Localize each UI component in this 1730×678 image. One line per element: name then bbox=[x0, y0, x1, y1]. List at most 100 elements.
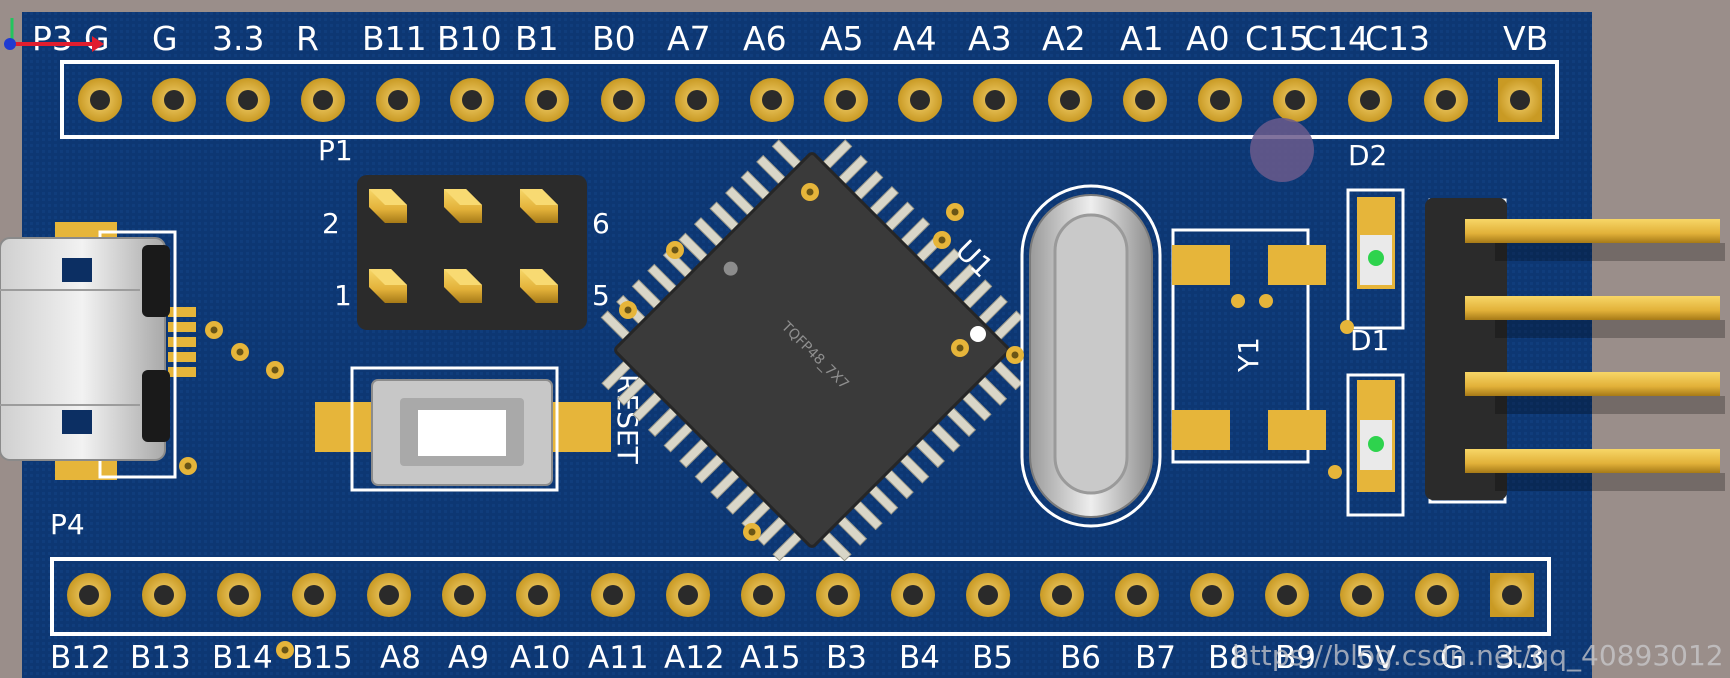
p1-pin bbox=[369, 189, 407, 223]
top-header-label: C15 bbox=[1245, 19, 1310, 58]
bottom-header-pin bbox=[1490, 573, 1534, 617]
top-header-label: C14 bbox=[1304, 19, 1369, 58]
bottom-header-pin bbox=[741, 573, 785, 617]
top-header-pin bbox=[78, 78, 122, 122]
bottom-header-pin bbox=[142, 573, 186, 617]
bottom-header-pin bbox=[1190, 573, 1234, 617]
top-header-pin bbox=[525, 78, 569, 122]
top-header-pin bbox=[1424, 78, 1468, 122]
top-header-pin bbox=[301, 78, 345, 122]
bottom-header-label: B14 bbox=[212, 640, 273, 676]
top-header-label: B11 bbox=[362, 19, 427, 58]
bottom-header-label: B3 bbox=[826, 640, 867, 676]
usb-connector bbox=[0, 222, 196, 480]
bottom-header-pin bbox=[1415, 573, 1459, 617]
via bbox=[205, 321, 223, 339]
p1-designator: P1 bbox=[318, 134, 353, 167]
d2-designator: D2 bbox=[1348, 139, 1387, 172]
bottom-header-label: A8 bbox=[380, 640, 421, 676]
top-header-pin bbox=[1498, 78, 1542, 122]
via bbox=[801, 183, 819, 201]
right-angle-pin bbox=[1465, 296, 1725, 338]
top-header-label: A3 bbox=[968, 19, 1012, 58]
crystal-oscillator bbox=[1020, 184, 1162, 528]
right-angle-pin bbox=[1465, 449, 1725, 491]
bottom-header-outline bbox=[50, 557, 1551, 636]
top-header-pin bbox=[1273, 78, 1317, 122]
bottom-header-label: B12 bbox=[50, 640, 111, 676]
p1-pin bbox=[444, 269, 482, 303]
via bbox=[951, 339, 969, 357]
p1-pin bbox=[520, 269, 558, 303]
bottom-header-pin bbox=[1265, 573, 1309, 617]
bottom-header-label: B15 bbox=[292, 640, 353, 676]
led-d2 bbox=[1346, 188, 1405, 330]
bottom-header-pin bbox=[442, 573, 486, 617]
bottom-header-pin bbox=[292, 573, 336, 617]
via bbox=[666, 241, 684, 259]
top-header-outline bbox=[60, 60, 1559, 139]
top-header-label: A6 bbox=[743, 19, 787, 58]
axis-indicator-icon bbox=[4, 18, 104, 52]
bottom-header-label: B5 bbox=[972, 640, 1013, 676]
bottom-header-label: 5V bbox=[1355, 640, 1396, 676]
top-header-pin bbox=[450, 78, 494, 122]
bottom-header-pins bbox=[67, 573, 1534, 617]
right-angle-header bbox=[1425, 198, 1725, 504]
top-header-label: R bbox=[296, 19, 319, 58]
top-header-label: A1 bbox=[1120, 19, 1164, 58]
mcu-chip-u1: TQFP48_7X7 bbox=[600, 139, 1024, 562]
bottom-header-label: B7 bbox=[1135, 640, 1176, 676]
led-d1 bbox=[1346, 373, 1405, 517]
bottom-header-pin bbox=[516, 573, 560, 617]
top-header-label: A4 bbox=[893, 19, 937, 58]
y1-footprint bbox=[1171, 228, 1326, 464]
y1-designator: Y1 bbox=[1232, 337, 1265, 373]
via bbox=[276, 641, 294, 659]
bottom-header-pin bbox=[666, 573, 710, 617]
top-header-pin bbox=[1048, 78, 1092, 122]
top-header-label: A7 bbox=[667, 19, 711, 58]
bottom-header-pin bbox=[217, 573, 261, 617]
top-header-label: A2 bbox=[1042, 19, 1086, 58]
bottom-header-label: 3.3 bbox=[1495, 640, 1544, 676]
bottom-header-pin bbox=[67, 573, 111, 617]
bottom-header-label: A10 bbox=[510, 640, 571, 676]
bottom-header-label: B6 bbox=[1060, 640, 1101, 676]
p4-designator: P4 bbox=[50, 508, 85, 541]
bottom-header-label: A11 bbox=[588, 640, 649, 676]
bottom-header-label: A9 bbox=[448, 640, 489, 676]
p1-pin bbox=[520, 189, 558, 223]
top-header-label: C13 bbox=[1365, 19, 1430, 58]
bottom-header-label: A12 bbox=[664, 640, 725, 676]
bottom-header-label: A15 bbox=[740, 640, 801, 676]
top-header-label: G bbox=[152, 19, 178, 58]
top-header-label: G bbox=[84, 19, 110, 58]
p1-pin bbox=[444, 189, 482, 223]
bottom-header-label: B8 bbox=[1208, 640, 1249, 676]
p1-pin bbox=[369, 269, 407, 303]
top-header-pin bbox=[675, 78, 719, 122]
top-header-pin bbox=[824, 78, 868, 122]
top-header-pin bbox=[1348, 78, 1392, 122]
d1-designator: D1 bbox=[1350, 324, 1389, 357]
top-header-label: B0 bbox=[592, 19, 636, 58]
top-header-pin bbox=[898, 78, 942, 122]
p1-pin-6: 6 bbox=[592, 207, 610, 240]
via bbox=[619, 301, 637, 319]
top-header-pin bbox=[601, 78, 645, 122]
top-header-pin bbox=[376, 78, 420, 122]
bottom-header-pin bbox=[1040, 573, 1084, 617]
via bbox=[946, 203, 964, 221]
vias bbox=[179, 183, 1024, 659]
bottom-header-pin bbox=[966, 573, 1010, 617]
top-header-pin bbox=[1123, 78, 1167, 122]
via bbox=[933, 231, 951, 249]
watermark-text: https://blog.csdn.net/qq_40893012 bbox=[1232, 639, 1724, 672]
top-header-pins bbox=[78, 78, 1542, 122]
bottom-header-pin bbox=[816, 573, 860, 617]
p1-pin-2: 2 bbox=[322, 207, 340, 240]
top-header-pin bbox=[973, 78, 1017, 122]
